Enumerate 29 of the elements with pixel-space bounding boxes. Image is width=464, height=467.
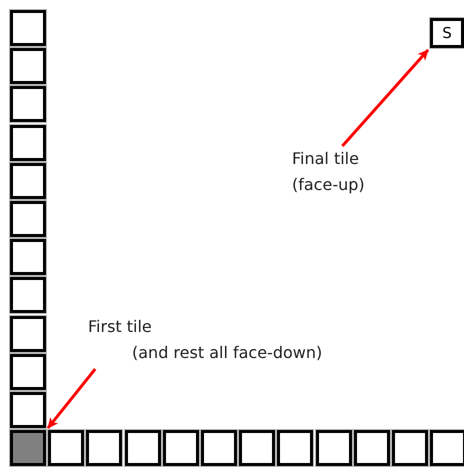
- tile: [124, 430, 161, 466]
- arrow: [46, 368, 96, 429]
- tile: [316, 430, 352, 466]
- tile: [10, 48, 46, 84]
- arrow: [341, 49, 430, 147]
- letter-tile: S: [430, 18, 464, 48]
- tile: [86, 430, 122, 466]
- annotation-text: Final tile (face-up): [292, 148, 366, 196]
- tile: [10, 392, 46, 428]
- annotation-text: First tile: [88, 316, 152, 338]
- tile: [10, 239, 46, 276]
- annotation-text: (and rest all face-down): [132, 342, 322, 364]
- tile: [10, 354, 46, 390]
- tile: [239, 430, 276, 466]
- face-up-tile: [10, 430, 46, 466]
- tile: [354, 430, 390, 466]
- tile: [10, 316, 46, 352]
- tile: [10, 201, 46, 237]
- tile: [201, 430, 237, 466]
- tile: [277, 430, 314, 466]
- tile: [162, 430, 199, 466]
- tile: [10, 162, 46, 199]
- tile: [392, 430, 428, 466]
- tile: [10, 277, 46, 314]
- tile: [10, 10, 46, 46]
- tile: [430, 430, 464, 466]
- tile: [10, 124, 46, 161]
- tile: [48, 430, 84, 466]
- tile: [10, 86, 46, 122]
